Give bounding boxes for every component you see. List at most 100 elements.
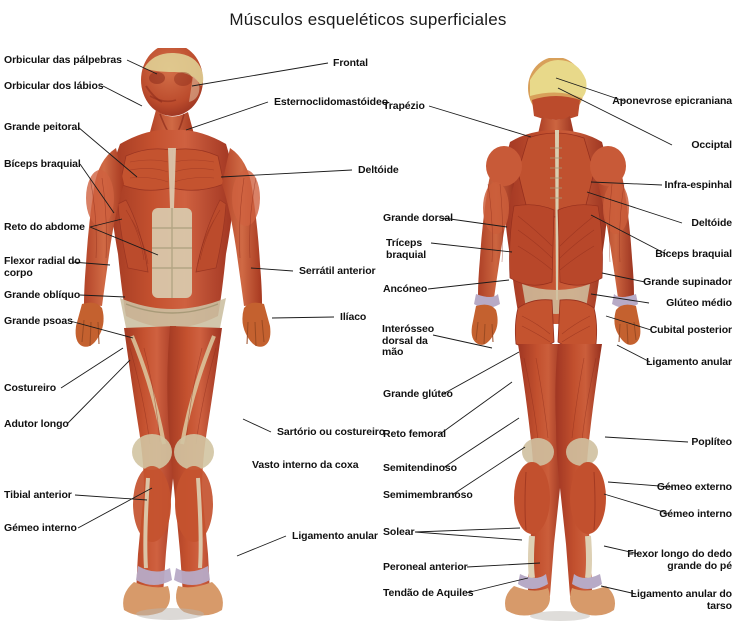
posterior-neck — [538, 116, 574, 138]
label-vasto-interno-da-coxa: Vasto interno da coxa — [252, 459, 359, 471]
posterior-figure-svg — [471, 58, 641, 621]
label-serratil-anterior: Serrátil anterior — [299, 265, 376, 277]
anterior-body-figure — [60, 48, 290, 628]
ll-gluteo-medio — [590, 293, 650, 304]
label-infra-espinhal: Infra-espinhal — [664, 179, 733, 191]
ll-ligamento-anular-c — [616, 344, 651, 363]
label-ligamento-anular-costas: Ligamento anular — [646, 356, 732, 368]
ll-biceps-braquial-f — [79, 163, 115, 214]
ll-costureiro — [60, 347, 124, 389]
ll-peroneal — [466, 562, 541, 568]
label-flexor-longo-dedo: Flexor longo do dedo grande do pé — [627, 548, 732, 572]
posterior-arms — [471, 146, 641, 345]
label-biceps-braquial-frente: Bíceps braquial — [4, 158, 81, 170]
label-deltoide-frente: Deltóide — [358, 164, 399, 176]
label-tendao-de-aquiles: Tendão de Aquiles — [383, 587, 474, 599]
label-costureiro: Costureiro — [4, 382, 57, 394]
leader-line-group — [60, 59, 689, 595]
anterior-torso — [108, 129, 236, 339]
anterior-legs — [123, 326, 223, 620]
label-popliteo: Poplíteo — [691, 436, 732, 448]
label-esternoclidomastoideo: Esternoclidomastóideo — [274, 96, 389, 108]
ll-grande-peitoral — [77, 126, 138, 178]
label-grande-psoas: Grande psoas — [4, 315, 73, 327]
ll-grande-supinador — [601, 272, 646, 283]
label-grande-gluteo: Grande glúteo — [383, 388, 453, 400]
label-grande-supinador: Grande supinador — [643, 276, 732, 288]
ll-reto-abdome-2 — [89, 226, 159, 256]
label-cubital-posterior: Cubital posterior — [649, 324, 732, 336]
label-grande-dorsal: Grande dorsal — [383, 212, 453, 224]
ll-grande-obliquo — [79, 294, 126, 298]
label-grande-peitoral: Grande peitoral — [4, 121, 81, 133]
label-interosseo-dorsal: Interósseo dorsal da mão — [382, 323, 435, 358]
posterior-head — [528, 58, 587, 120]
ll-orbicular-palpebras — [126, 59, 158, 75]
ll-semitendinoso — [442, 417, 520, 469]
label-tibial-anterior: Tibial anterior — [4, 489, 72, 501]
label-triceps-braquial: Tríceps braquial — [386, 237, 427, 261]
ll-esternoclido — [185, 101, 269, 131]
label-flexor-radial-do-corpo: Flexor radial do corpo — [4, 255, 81, 279]
label-gemeo-externo: Gémeo externo — [656, 481, 732, 493]
label-solear: Solear — [383, 526, 415, 538]
rectus-abdominis — [152, 208, 192, 298]
posterior-legs — [505, 299, 615, 621]
ll-ligamento-anular-f — [236, 535, 287, 557]
label-gemeo-interno-frente: Gémeo interno — [4, 522, 77, 534]
ll-grande-psoas — [69, 320, 134, 339]
ll-anconeo — [427, 279, 510, 290]
ll-solear-2 — [414, 531, 523, 541]
label-iliaco: Ilíaco — [340, 311, 367, 323]
label-anconeo: Ancóneo — [383, 283, 428, 295]
ll-orbicular-labios — [102, 85, 143, 107]
label-grande-obliquo: Grande oblíquo — [4, 289, 81, 301]
label-reto-femoral: Reto femoral — [383, 428, 446, 440]
label-orbicular-das-palpebras: Orbicular das pálpebras — [4, 54, 122, 66]
anterior-arms — [75, 148, 271, 347]
posterior-torso — [502, 130, 610, 324]
label-adutor-longo: Adutor longo — [4, 418, 69, 430]
label-occiptal: Occiptal — [691, 139, 732, 151]
label-aponevrose-epicraniana: Aponevrose epicraniana — [612, 95, 732, 107]
ll-triceps — [430, 242, 513, 253]
label-semimembranoso: Semimembranoso — [383, 489, 473, 501]
ll-iliaco — [271, 316, 335, 319]
ll-popliteo — [604, 436, 689, 443]
label-trapezio: Trapézio — [383, 100, 425, 112]
ll-semimembranoso — [451, 446, 526, 496]
ll-grande-gluteo — [442, 351, 520, 395]
ll-frontal — [191, 62, 329, 87]
label-deltoide-costas: Deltóide — [691, 217, 732, 229]
ll-adutor-longo — [66, 359, 131, 425]
ll-interosseo — [432, 334, 493, 349]
label-ligamento-anular-tarso: Ligamento anular do tarso — [630, 588, 732, 612]
posterior-body-figure — [470, 58, 650, 623]
label-reto-do-abdome: Reto do abdome — [4, 221, 85, 233]
anterior-head — [141, 48, 204, 116]
ll-cubital-posterior — [605, 315, 652, 331]
ll-deltoide-c — [586, 191, 683, 224]
ll-solear — [414, 527, 521, 533]
anterior-figure-svg — [75, 48, 271, 620]
ll-tendao-aquiles — [465, 577, 529, 594]
cranial-aponeurosis — [530, 60, 587, 98]
gluteus-left — [514, 299, 555, 349]
label-peroneal-anterior: Peroneal anterior — [383, 561, 468, 573]
ll-deltoide-f — [220, 169, 353, 178]
label-gluteo-medio: Glúteo médio — [666, 297, 732, 309]
ll-trapezio — [428, 105, 532, 138]
label-biceps-braquial-costas: Bíceps braquial — [655, 248, 732, 260]
ll-serratil — [250, 267, 294, 272]
label-semitendinoso: Semitendinoso — [383, 462, 457, 474]
ll-tibial-anterior — [74, 494, 148, 501]
ll-reto-abdome-1 — [89, 218, 123, 228]
ll-infra-espinhal — [590, 181, 663, 186]
gluteus-right — [557, 299, 598, 349]
label-frontal: Frontal — [333, 57, 368, 69]
ll-gemeo-interno-f — [77, 487, 153, 529]
label-gemeo-interno-costas: Gémeo interno — [659, 508, 732, 520]
label-ligamento-anular-frente: Ligamento anular — [292, 530, 378, 542]
label-sartorio-ou-costureiro: Sartório ou costureiro — [277, 426, 386, 438]
